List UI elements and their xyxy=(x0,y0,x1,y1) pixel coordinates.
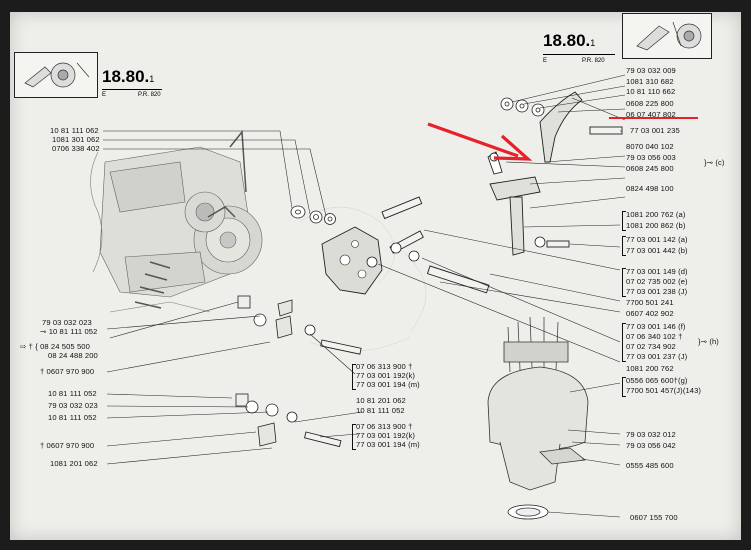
red-arrow-head xyxy=(493,134,533,161)
part-label: 77 03 001 237 (J) xyxy=(626,352,688,361)
ref-letter-left: E xyxy=(102,92,107,98)
part-label: 79 03 056 003 xyxy=(626,153,676,162)
exploded-diagram xyxy=(90,74,698,520)
part-label: 77 03 001 192(k) xyxy=(356,431,416,440)
part-label: 10 81 110 662 xyxy=(626,87,676,96)
part-label: 77 03 001 235 xyxy=(630,126,680,135)
part-label: 79 03 032 012 xyxy=(626,430,676,439)
bracket xyxy=(352,364,356,390)
part-label: 7700 501 457(J)(143) xyxy=(626,386,702,395)
ref-letter-right: E xyxy=(543,58,548,64)
part-label: † 0607 970 900 xyxy=(40,367,95,376)
part-label: 10 81 201 062 xyxy=(356,396,406,405)
part-label: 8070 040 102 xyxy=(626,142,674,151)
part-label: 06 07 407 802 xyxy=(626,110,676,119)
part-label: 07 02 734 902 xyxy=(626,342,676,351)
part-label: 10 81 111 052 xyxy=(48,389,97,398)
part-label: 1081 301 062 xyxy=(52,135,100,144)
adjusting-arm xyxy=(487,91,583,256)
part-label: 79 03 032 023 xyxy=(48,401,98,410)
part-label: 07 06 340 102 † xyxy=(626,332,683,341)
bracket xyxy=(622,323,626,362)
tag: }⊸ (h) xyxy=(698,337,719,346)
part-label: 0555 485 600 xyxy=(626,461,674,470)
part-label: 77 03 001 442 (b) xyxy=(626,246,688,255)
part-label: 77 03 001 238 (J) xyxy=(626,287,688,296)
part-label: 0824 498 100 xyxy=(626,184,674,193)
part-label: 0706 338 402 xyxy=(52,144,100,153)
part-label: 7700 501 241 xyxy=(626,298,674,307)
part-label: 10 81 111 052 xyxy=(356,406,405,415)
part-label: 07 02 735 002 (e) xyxy=(626,277,688,286)
part-label: 1081 310 682 xyxy=(626,77,674,86)
header-right-thumbnail xyxy=(622,13,712,59)
part-label: ⇨ † { 08 24 505 500 xyxy=(20,342,90,351)
part-label: 79 03 056 042 xyxy=(626,441,676,450)
part-label: 0608 245 800 xyxy=(626,164,674,173)
part-label: 07 06 313 900 † xyxy=(356,422,413,431)
page-number-left: 18.80.1 xyxy=(102,67,155,86)
leader-lines xyxy=(103,74,626,518)
catalog-page: 18.80.1 E P.R. 820 18.80.1 E P.R. 820 10… xyxy=(10,12,741,540)
engine-sketch xyxy=(90,130,263,313)
red-annotations xyxy=(427,117,698,161)
part-label: 07 06 313 900 † xyxy=(356,362,413,371)
part-label: 77 03 001 194 (m) xyxy=(356,380,420,389)
part-label: 77 03 001 146 (f) xyxy=(626,322,686,331)
ref-text-right: P.R. 820 xyxy=(582,58,605,64)
bracket xyxy=(622,211,626,231)
part-label: 1081 200 762 (a) xyxy=(626,210,686,219)
bolts xyxy=(304,126,623,448)
part-label: 79 03 032 009 xyxy=(626,66,676,75)
part-label: 77 03 001 142 (a) xyxy=(626,235,688,244)
header-left-thumbnail xyxy=(14,52,98,98)
part-label: ⊸ 10 81 111 052 xyxy=(40,327,98,336)
distributor xyxy=(487,316,589,520)
plates xyxy=(257,299,293,447)
bracket xyxy=(622,268,626,297)
alternator-bracket xyxy=(321,226,383,295)
part-label: 1081 200 762 xyxy=(626,364,674,373)
part-label: 1081 201 062 xyxy=(50,459,98,468)
part-label: 0607 155 700 xyxy=(630,513,678,522)
page-number-right: 18.80.1 xyxy=(543,31,596,50)
part-label: 1081 200 862 (b) xyxy=(626,221,686,230)
part-label: 0556 065 600†(g) xyxy=(626,376,688,385)
part-label: 79 03 032 023 xyxy=(42,318,92,327)
rule-right xyxy=(543,54,615,55)
bracket xyxy=(622,236,626,256)
part-label: 77 03 001 149 (d) xyxy=(626,267,688,276)
bracket xyxy=(622,377,626,397)
rule-left xyxy=(102,89,162,90)
part-label: 10 81 111 052 xyxy=(48,413,97,422)
part-label: 0607 402 902 xyxy=(626,309,674,318)
part-label: 77 03 001 192(k) xyxy=(356,371,416,380)
part-label: 08 24 488 200 xyxy=(48,351,98,360)
bracket xyxy=(352,424,356,450)
part-label: 10 81 111 062 xyxy=(50,126,99,135)
red-arrow-shaft xyxy=(427,122,519,158)
part-label: † 0607 970 900 xyxy=(40,441,95,450)
part-label-highlighted: 0608 225 800 xyxy=(626,99,674,108)
ref-text-left: P.R. 820 xyxy=(138,92,161,98)
tag: }⊸ (c) xyxy=(704,158,725,167)
part-label: 77 03 001 194 (m) xyxy=(356,440,420,449)
